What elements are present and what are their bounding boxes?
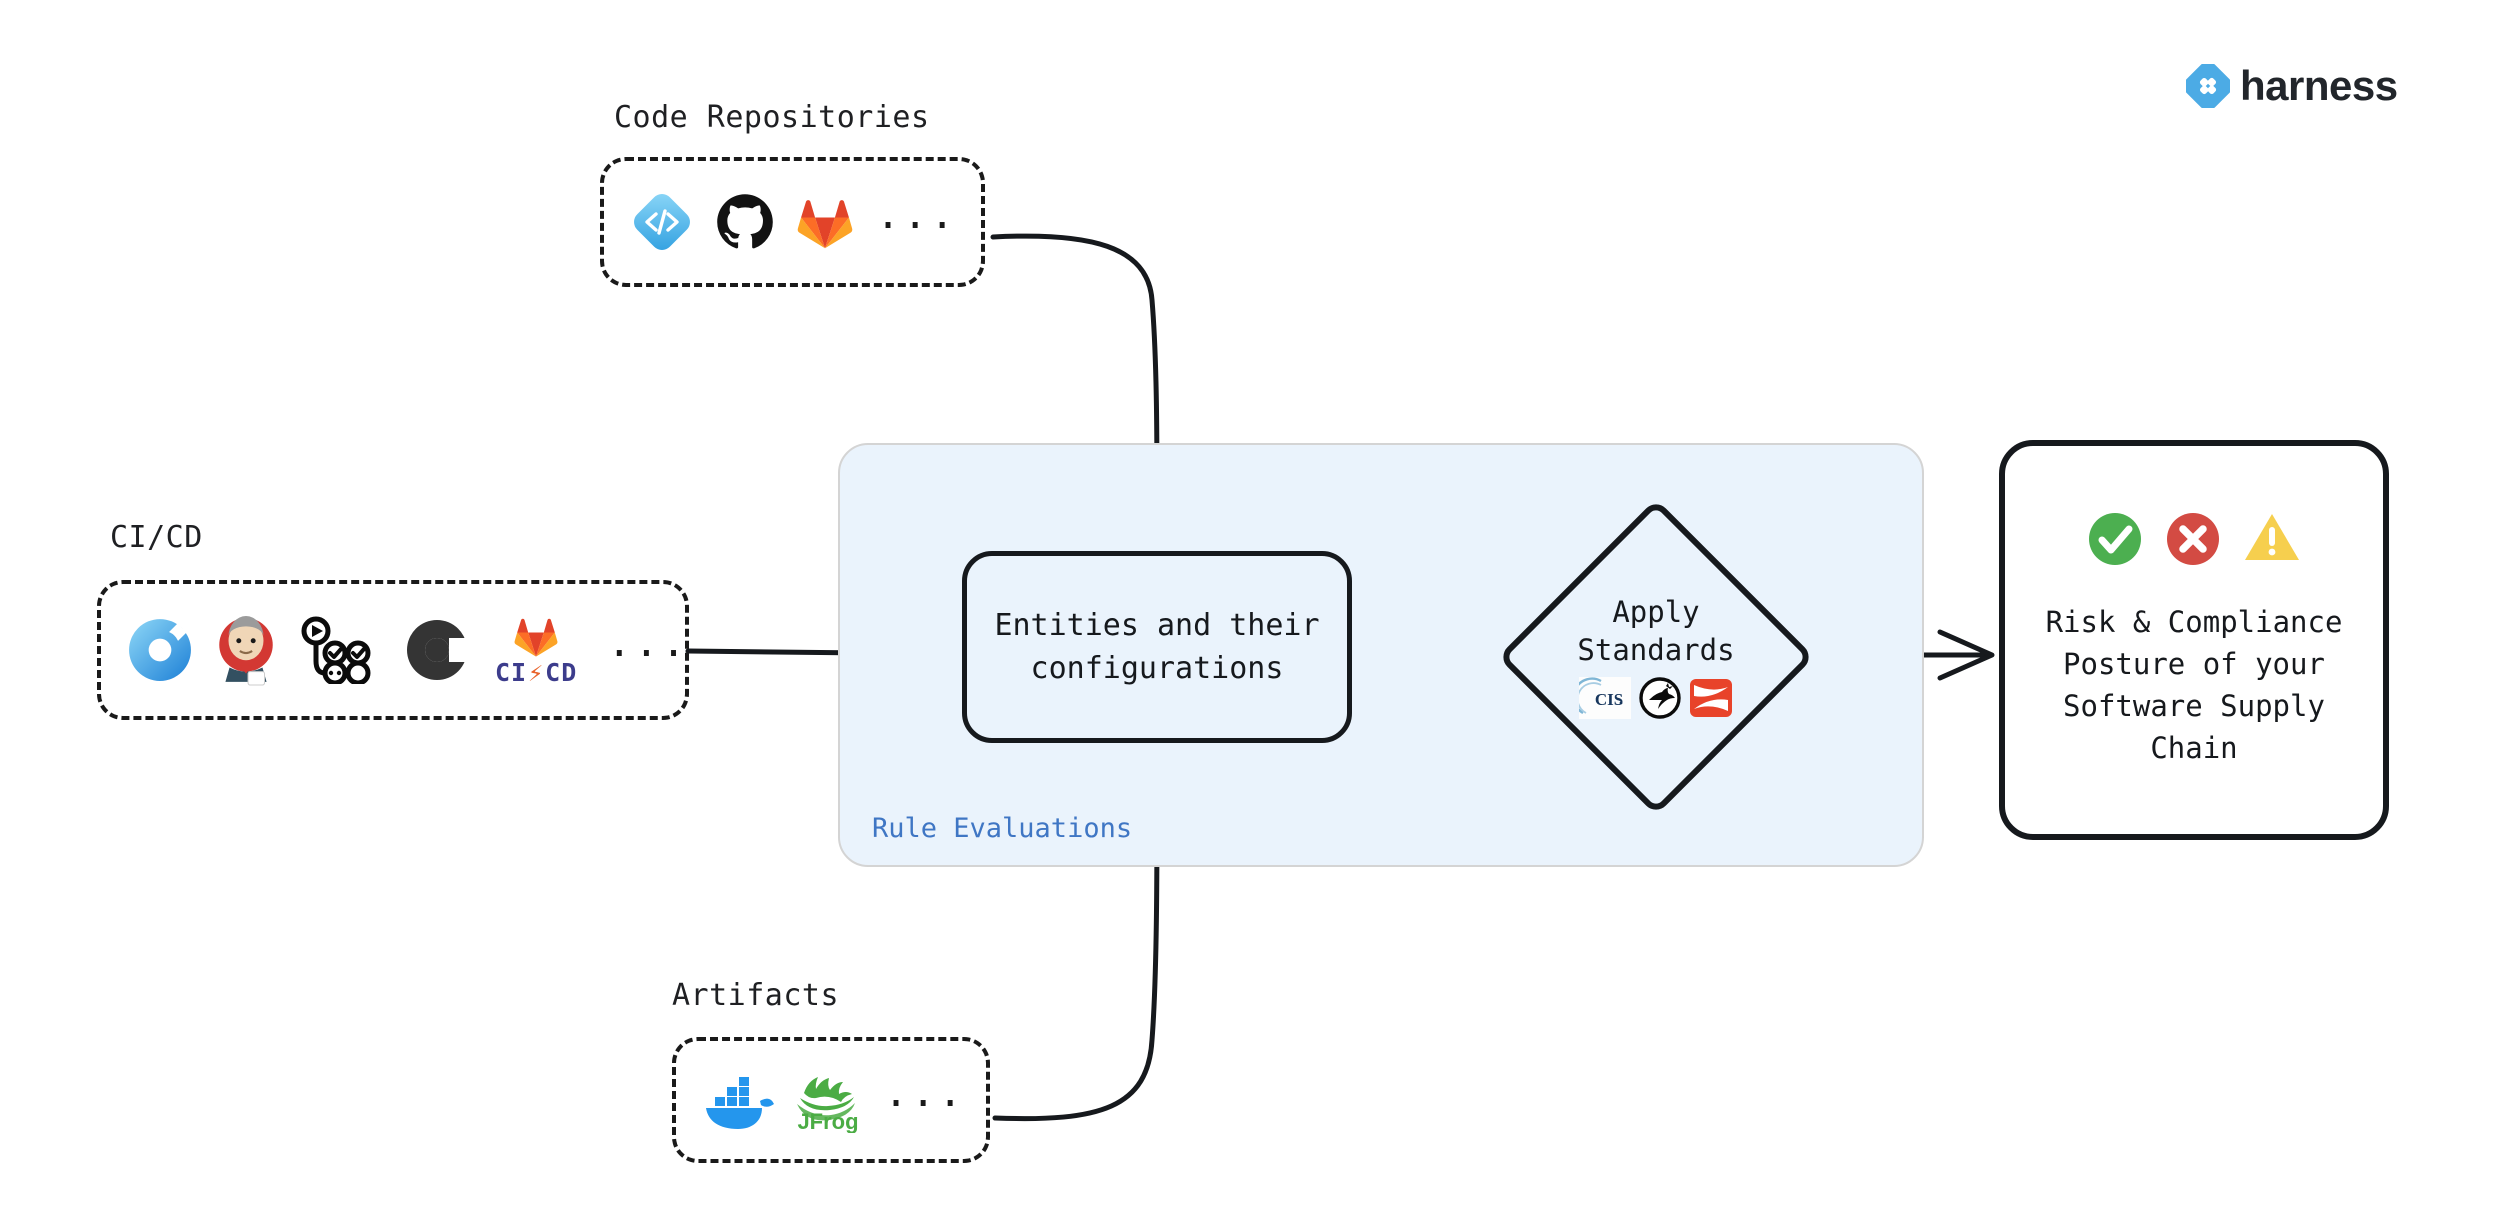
- cicd-box[interactable]: CI⚡CD ...: [97, 580, 689, 720]
- jenkins-icon: [213, 614, 279, 686]
- svg-text:CIS: CIS: [1595, 690, 1623, 709]
- slsa-icon: [1689, 676, 1733, 720]
- harness-wordmark: harness: [2240, 62, 2398, 109]
- code-repositories-label: Code Repositories: [614, 100, 930, 135]
- artifacts-label: Artifacts: [672, 978, 840, 1013]
- entities-box[interactable]: Entities and their configurations: [962, 551, 1352, 743]
- rule-evaluations-label: Rule Evaluations: [872, 813, 1133, 844]
- cicd-label: CI/CD: [110, 520, 203, 555]
- gitlab-icon: [796, 194, 854, 250]
- harness-code-icon: [630, 190, 694, 254]
- error-circle-icon: [2165, 511, 2221, 567]
- docker-icon: [702, 1069, 778, 1131]
- check-circle-icon: [2087, 511, 2143, 567]
- github-actions-icon: [299, 616, 371, 684]
- github-icon: [716, 193, 774, 251]
- standards-icons: CIS: [1579, 676, 1733, 720]
- drone-ci-icon: [127, 617, 193, 683]
- artifacts-box[interactable]: JFrog ...: [672, 1037, 990, 1163]
- svg-text:JFrog: JFrog: [797, 1109, 858, 1133]
- code-repositories-ellipsis: ...: [876, 192, 958, 238]
- gitlab-cicd-icon: CI⚡CD: [495, 614, 577, 687]
- outcome-box[interactable]: Risk & Compliance Posture of your Softwa…: [1999, 440, 2389, 840]
- status-icons: [2087, 511, 2301, 567]
- apply-standards-text: Apply Standards: [1577, 595, 1735, 667]
- warning-triangle-icon: [2243, 511, 2301, 567]
- harness-logo: harness: [2186, 62, 2398, 110]
- harness-diamond-icon: [2186, 64, 2230, 108]
- cicd-ellipsis: ...: [607, 620, 689, 666]
- artifacts-ellipsis: ...: [884, 1070, 966, 1116]
- apply-standards-diamond[interactable]: Apply Standards CIS: [1494, 495, 1818, 819]
- entities-text: Entities and their configurations: [994, 607, 1320, 687]
- jfrog-icon: JFrog: [792, 1067, 864, 1133]
- outcome-text: Risk & Compliance Posture of your Softwa…: [2045, 604, 2343, 766]
- cis-icon: CIS: [1579, 676, 1631, 719]
- code-repositories-box[interactable]: ...: [600, 157, 985, 287]
- nist-icon: [1638, 676, 1682, 720]
- circleci-icon: [405, 618, 469, 682]
